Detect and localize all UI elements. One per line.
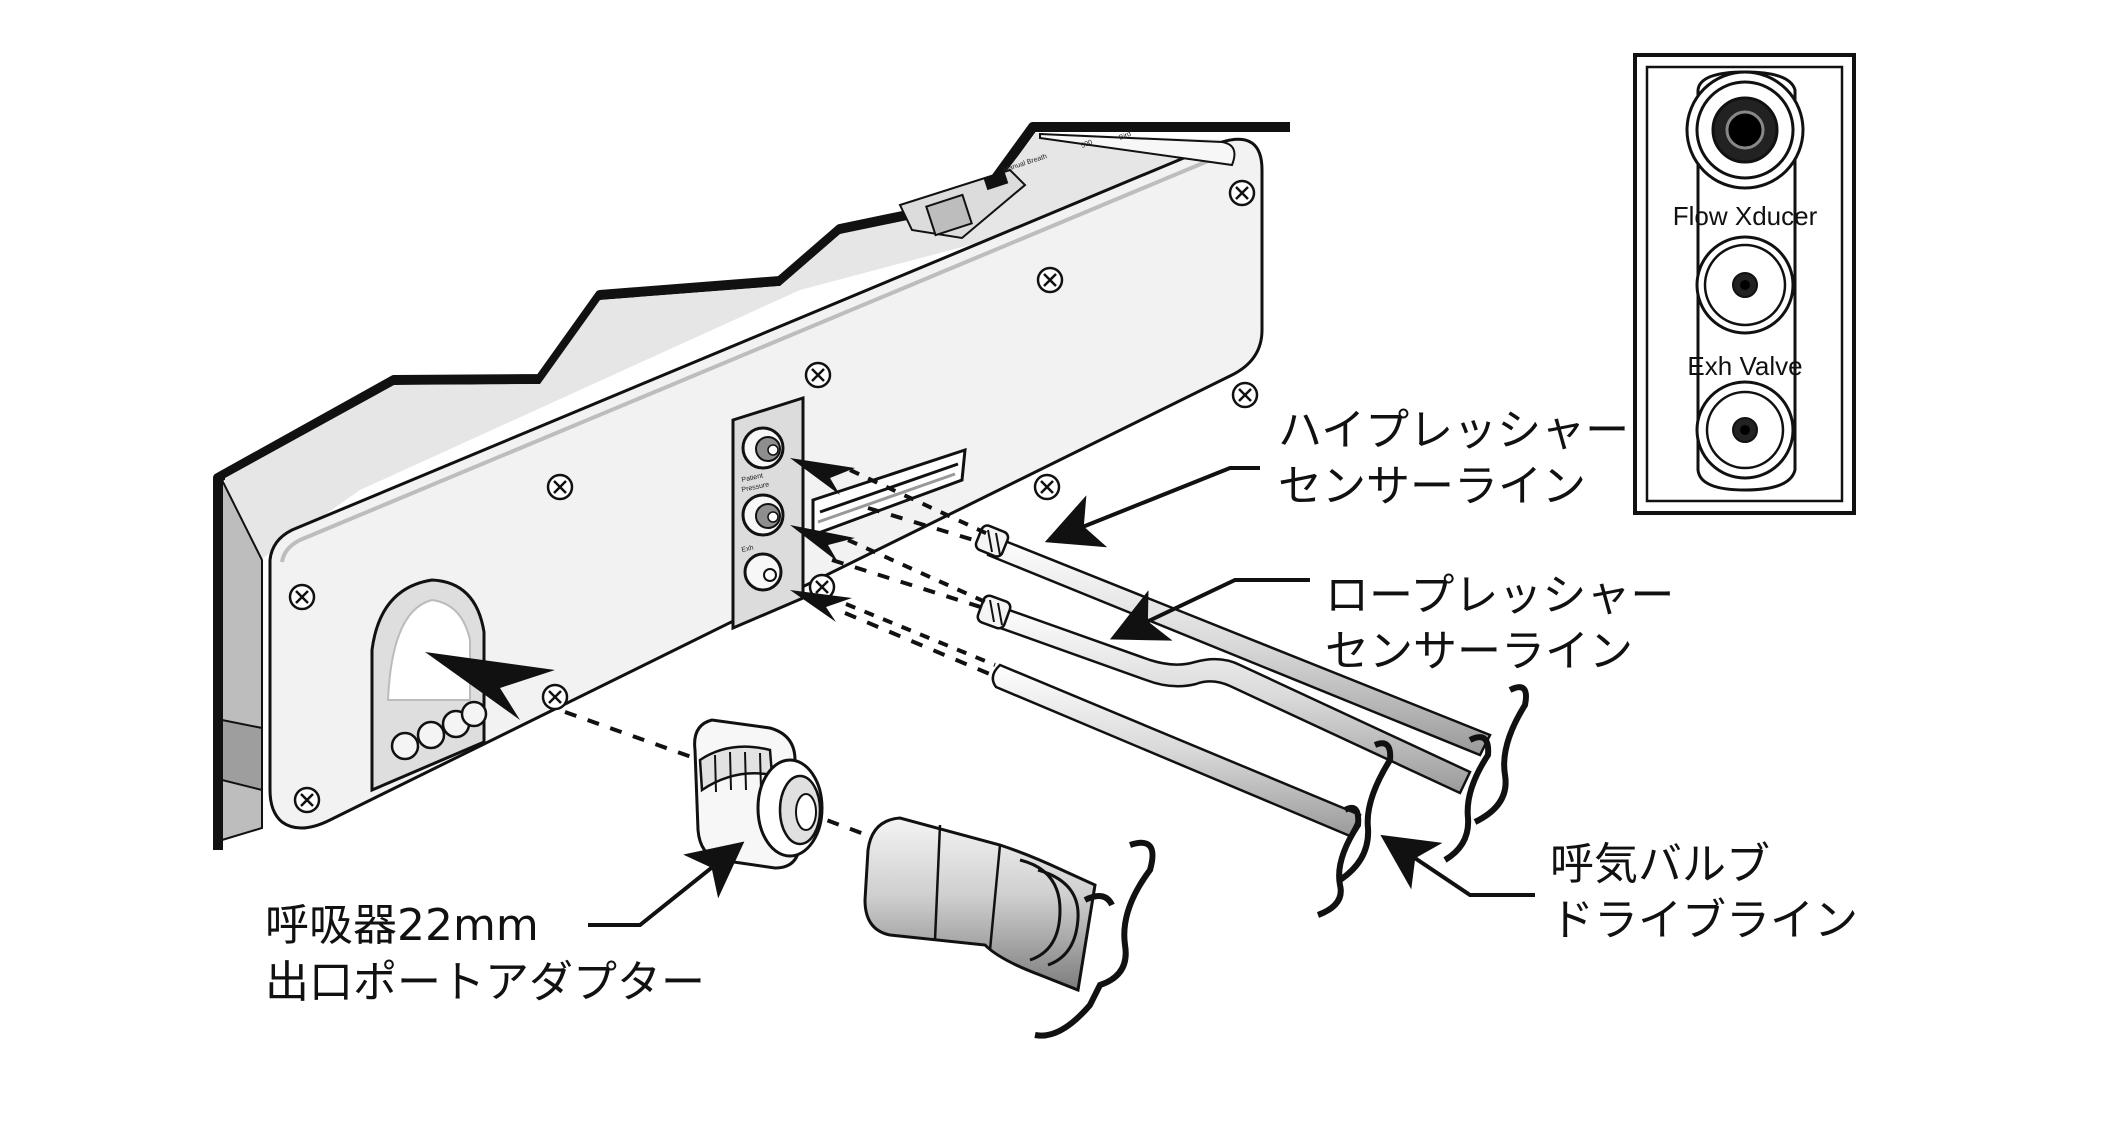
pressure-ports-recess: Patient Pressure Exh [731,395,805,631]
label-high-pressure-line1: ハイプレッシャー [1278,405,1630,456]
arrowhead-exh [790,590,852,622]
screw-icon [1228,179,1256,207]
label-exh-valve-line2: ドライブライン [1550,895,1858,946]
label-high-pressure-line2: センサーライン [1278,461,1586,512]
port-arrowheads [425,458,855,720]
screw-icon [546,473,574,501]
screw-icon [288,583,316,611]
dashed-line-exh [844,611,993,677]
alignment-lines [564,506,993,842]
inset-flow2-port-icon [1695,235,1795,335]
leader-outlet [588,841,745,927]
port-label-patient: Patient [741,473,764,484]
label-outlet-line2: 出口ポートアダプター [265,957,705,1008]
arrowhead-flow [790,525,855,562]
label-exh-valve-line1: 呼気バルブ [1550,839,1770,890]
hose-break [1034,839,1156,1039]
label-low-pressure-line1: ロープレッシャー [1325,570,1675,621]
screw-icon [1036,266,1064,294]
screw-icon [1033,473,1061,501]
label-low-pressure-line2: センサーライン [1325,626,1633,677]
low-pressure-sensor-line [976,594,1472,795]
leader-exh-valve [1380,834,1535,897]
label-leaders [588,466,1535,927]
arrowhead-patient [790,458,855,495]
arrowhead-outlet [425,652,555,720]
exhalation-valve-drive-line [991,663,1362,838]
brand-text: Bird [1118,131,1132,142]
leader-low-pressure [1109,578,1310,641]
tube-break-marks [1316,684,1529,918]
outlet-port-opening [370,578,488,793]
dashed-line-low [831,558,991,612]
screw-icon [293,786,321,814]
screw-icon [808,573,836,601]
screw-icon [1231,381,1259,409]
leader-high-pressure [1044,466,1260,548]
port-inset-panel: Flow Xducer Exh Valve [1633,53,1856,515]
exh-valve-port[interactable] [743,552,783,592]
inset-port-housing [1696,70,1797,492]
inset-exh-valve-label: Exh Valve [1687,351,1802,381]
inset-flow-xducer-label: Flow Xducer [1673,201,1818,231]
label-outlet-line1: 呼吸器22mm [265,900,539,951]
port-label-exh: Exh [741,545,754,554]
patient-pressure-port[interactable] [741,426,785,470]
inset-flow-port-icon [1685,70,1805,190]
outlet-adapter [693,718,824,870]
screw-icon [804,361,832,389]
model-number-text: 500 [1080,139,1094,150]
panel-screws [288,179,1259,814]
dashed-line-high [867,506,991,547]
screw-icon [541,683,569,711]
breathing-hose [863,816,1156,1039]
flow-xducer-port[interactable] [741,493,785,537]
arrow-dashes [845,468,996,667]
inset-exh-port-icon [1695,380,1795,480]
tube-fitting-low [976,594,1012,630]
device-top-outline [213,122,1290,850]
